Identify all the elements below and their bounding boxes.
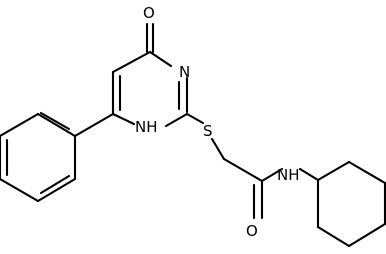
bond-ch2-carbonyl bbox=[222, 157, 264, 183]
atom-label-oxygen-top: O bbox=[143, 4, 155, 22]
bond-c6-phenyl bbox=[73, 112, 115, 138]
atom-label-sulfur: S bbox=[203, 122, 213, 140]
bond-c5-c4 bbox=[111, 50, 152, 74]
atom-label-oxygen-amide: O bbox=[246, 222, 258, 240]
phenyl-bond-1 bbox=[36, 112, 77, 138]
atom-label-nh-ring: NH bbox=[135, 118, 158, 136]
cyclohexyl-bond-1 bbox=[316, 160, 351, 182]
atom-label-nh-amide: NH bbox=[277, 166, 300, 184]
cyclohexyl-bond-2 bbox=[347, 160, 386, 185]
bond-c2-n1 bbox=[164, 112, 189, 128]
phenyl-bond-5 bbox=[36, 177, 77, 203]
atom-label-nitrogen-ring: N bbox=[179, 63, 190, 81]
phenyl-bond-1-inner bbox=[39, 111, 71, 131]
phenyl-bond-5-inner bbox=[39, 174, 71, 195]
bond-sulfur-ch2 bbox=[210, 137, 226, 161]
phenyl-bond-4 bbox=[0, 177, 40, 203]
bond-nh-cyclohexyl bbox=[298, 167, 320, 182]
bond-c2-sulfur bbox=[185, 112, 205, 125]
phenyl-bond-2 bbox=[0, 112, 40, 138]
bond-carbonyl-nh bbox=[260, 167, 284, 183]
cyclohexyl-bond-4 bbox=[347, 222, 386, 248]
bond-n1-c6 bbox=[111, 112, 136, 126]
cyclohexyl-bond-5 bbox=[316, 225, 351, 248]
bond-c4-n3 bbox=[148, 50, 173, 68]
